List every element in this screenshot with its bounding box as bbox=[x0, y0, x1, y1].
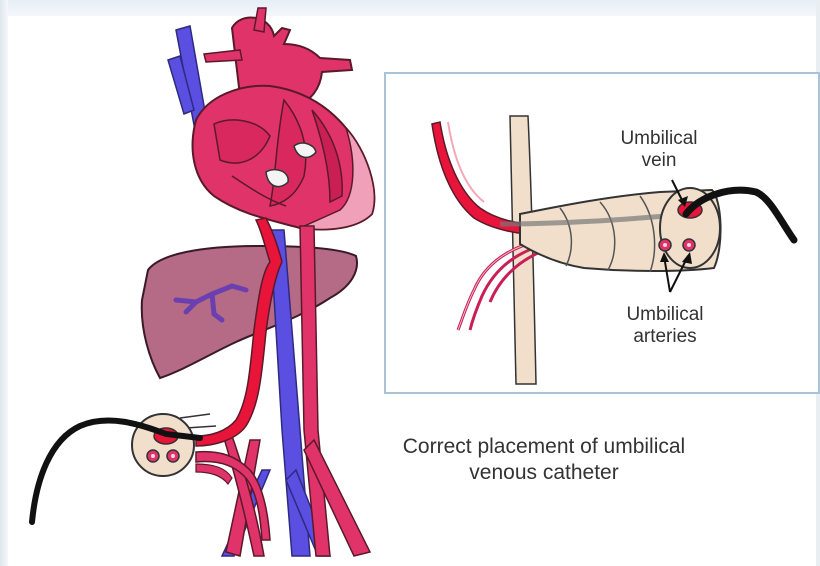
caption-line2: venous catheter bbox=[344, 460, 744, 486]
caption-line1: Correct placement of umbilical bbox=[344, 434, 744, 460]
umbilical-arteries-label: Umbilical arteries bbox=[600, 304, 730, 348]
umbilical-arteries-label-line2: arteries bbox=[600, 326, 730, 348]
umbilical-vein-label-line2: vein bbox=[594, 150, 724, 172]
diagram-caption: Correct placement of umbilical venous ca… bbox=[344, 434, 744, 486]
umbilical-vein-label: Umbilical vein bbox=[594, 128, 724, 172]
umbilical-arteries-label-line1: Umbilical bbox=[600, 304, 730, 326]
umbilical-vein-label-line1: Umbilical bbox=[594, 128, 724, 150]
